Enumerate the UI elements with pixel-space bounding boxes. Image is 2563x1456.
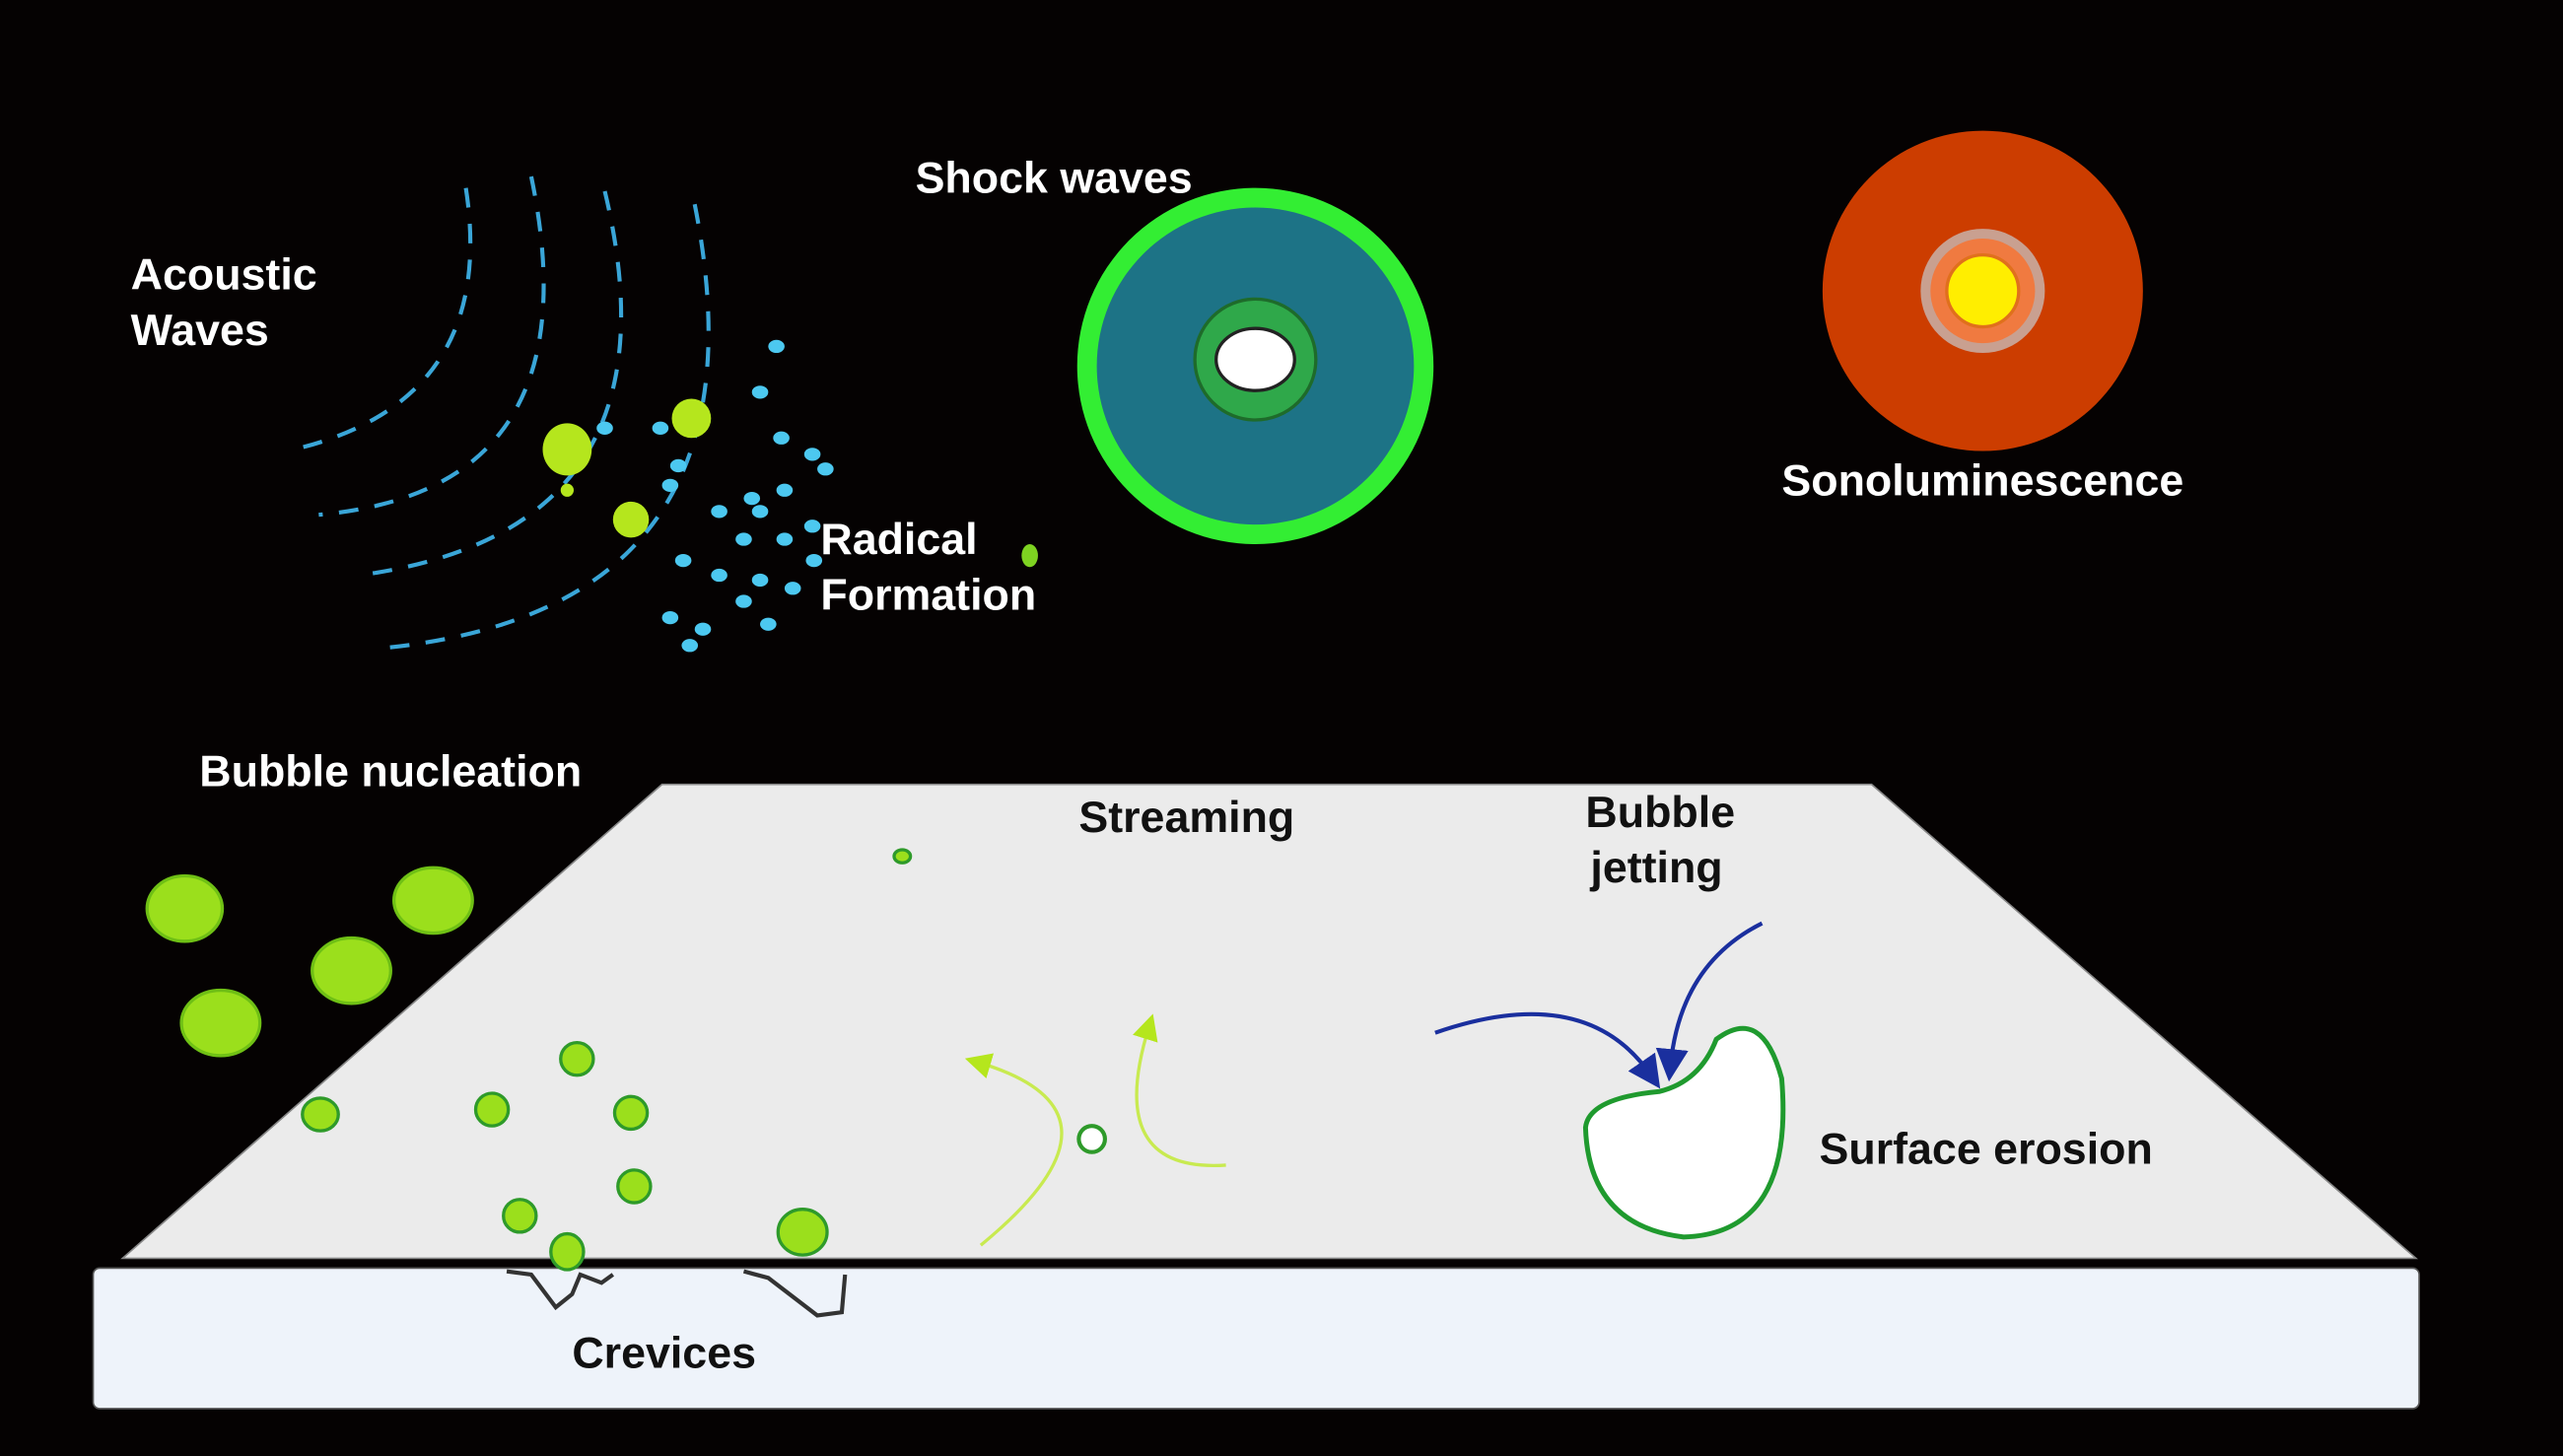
acoustic-wave-arc — [359, 190, 624, 578]
radical-dot — [776, 483, 794, 497]
surface-platform — [120, 783, 2418, 1260]
bubble-jetting-label: jetting — [1589, 843, 1722, 892]
bubble — [560, 483, 575, 497]
radical-dot — [735, 532, 752, 546]
streaming-bubble — [1076, 1124, 1107, 1154]
bubble — [542, 423, 592, 476]
sonoluminescence-bubble — [1822, 130, 2143, 451]
eroding-bubble — [1582, 1025, 1786, 1240]
radical-dot — [751, 385, 769, 399]
acoustic-waves-label: Waves — [131, 306, 269, 355]
crevices-label: Crevices — [572, 1328, 756, 1377]
base-slab — [92, 1267, 2420, 1410]
radical-dot — [674, 553, 692, 568]
radical-dot — [751, 505, 769, 519]
radical-dot — [776, 532, 794, 546]
bubble — [612, 501, 650, 538]
bubble — [179, 988, 262, 1058]
radical-dot — [768, 339, 785, 354]
radical-formation-label: Formation — [820, 570, 1036, 619]
surface-bubbles — [301, 848, 913, 1272]
radical-dot — [735, 594, 752, 608]
acoustic-waves-label: Acoustic — [131, 249, 317, 299]
bubble — [892, 848, 913, 865]
radical-dot — [669, 458, 687, 473]
shock-wave-bubble — [1076, 187, 1434, 545]
radical-dot — [743, 491, 761, 506]
bubble — [1021, 544, 1038, 568]
bubble — [612, 1094, 650, 1132]
radical-dot — [803, 448, 821, 461]
bubble — [311, 936, 392, 1005]
radical-dot — [681, 639, 699, 653]
bubble — [473, 1091, 511, 1128]
radical-dot — [805, 553, 823, 568]
streaming-arrows — [964, 1013, 1226, 1247]
shock-waves-label: Shock waves — [916, 154, 1193, 203]
jet-arrow — [1434, 1011, 1661, 1089]
bubble — [616, 1168, 653, 1205]
bubble — [671, 398, 712, 439]
bubble — [549, 1231, 586, 1272]
radical-dot — [694, 622, 712, 636]
bubble-nucleation-label: Bubble nucleation — [199, 746, 582, 796]
radical-dot — [751, 573, 769, 588]
crevices — [506, 1269, 848, 1318]
acoustic-wave-arc — [293, 187, 473, 451]
acoustic-wave-arc — [318, 175, 546, 518]
nucleation-bubbles-small — [542, 398, 1038, 568]
radical-dot — [711, 568, 727, 583]
bubble-jetting-label: Bubble — [1585, 788, 1735, 837]
radical-dot — [817, 462, 834, 476]
crevice — [506, 1269, 615, 1311]
streaming-label: Streaming — [1078, 793, 1294, 842]
radical-dot — [773, 431, 790, 445]
bubble — [301, 1096, 340, 1133]
acoustic-waves — [293, 175, 711, 652]
stream-arrow — [964, 1053, 1064, 1247]
radical-formation-label: Radical — [820, 515, 977, 564]
bubble — [391, 866, 474, 936]
radical-dot — [784, 582, 801, 595]
bubble — [145, 873, 225, 943]
jet-arrow — [1655, 921, 1764, 1082]
radical-dot — [652, 421, 669, 435]
radical-dots — [596, 339, 834, 653]
bubble — [776, 1208, 829, 1257]
surface-erosion-label: Surface erosion — [1820, 1124, 2153, 1173]
crevice — [742, 1269, 848, 1318]
radical-dot — [711, 505, 727, 519]
acoustic-wave-arc — [376, 203, 711, 652]
bubble — [502, 1198, 538, 1234]
jet-arrows — [1434, 921, 1764, 1089]
stream-arrow — [1133, 1013, 1226, 1168]
radical-dot — [760, 617, 777, 631]
radical-dot — [661, 478, 679, 492]
sonoluminescence-label: Sonoluminescence — [1781, 455, 2183, 505]
nucleation-bubbles — [145, 866, 474, 1058]
radical-dot — [803, 520, 821, 533]
radical-dot — [596, 421, 613, 435]
bubble — [559, 1040, 595, 1077]
radical-dot — [661, 610, 679, 625]
